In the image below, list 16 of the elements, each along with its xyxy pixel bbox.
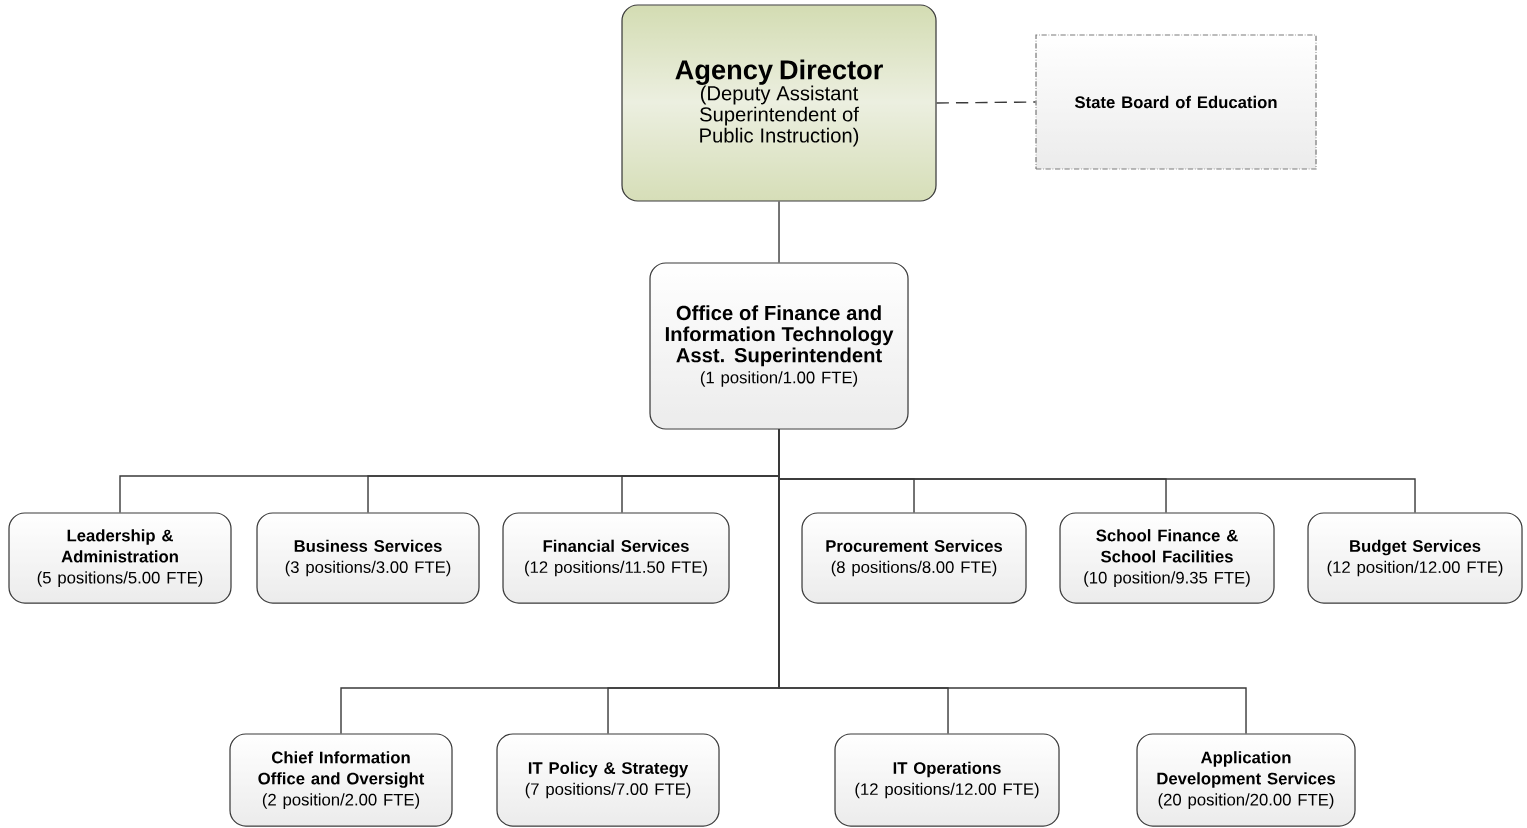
org-box: Budget Services (12 position/12.00 FTE) — [1307, 512, 1523, 604]
org-box: Agency Director (Deputy Assistant Superintendent of Public Instruction) — [621, 4, 937, 202]
connector-line — [778, 200, 780, 264]
org-box: Application Development Services (20 position/20.00 FTE) — [1136, 733, 1356, 827]
org-box: Procurement Services (8 positions/8.00 FTE) — [801, 512, 1027, 604]
org-box: IT Operations (12 positions/12.00 FTE) — [834, 733, 1060, 827]
org-box: IT Policy & Strategy (7 positions/7.00 FTE) — [496, 733, 720, 827]
org-box: Business Services (3 positions/3.00 FTE) — [256, 512, 480, 604]
org-box: Leadership & Administration (5 positions/5.00 FTE) — [8, 512, 232, 604]
org-box: Financial Services (12 positions/11.50 FTE) — [502, 512, 730, 604]
connector-line — [778, 428, 1247, 735]
org-box: School Finance & School Facilities (10 position/9.35 FTE) — [1059, 512, 1275, 604]
org-box: State Board of Education — [1035, 34, 1317, 170]
org-box: Office of Finance and Information Technology Asst. Superintendent (1 position/1.00 FTE) — [649, 262, 909, 430]
connector-line — [935, 101, 1037, 104]
org-box: Chief Information Office and Oversight (2 position/2.00 FTE) — [229, 733, 453, 827]
